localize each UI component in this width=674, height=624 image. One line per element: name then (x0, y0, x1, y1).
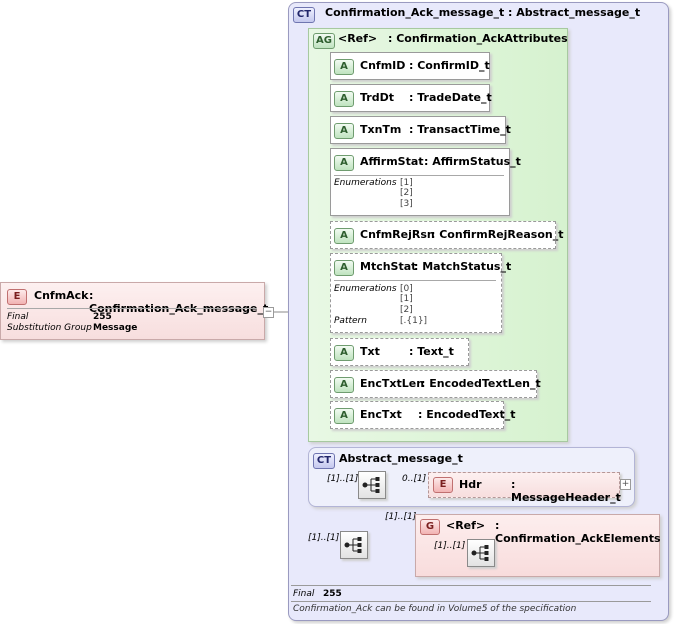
footer-divider-bottom (291, 601, 651, 602)
attribute-group-name: : Confirmation_AckAttributes (388, 32, 568, 45)
enumerations-label: Enumerations (334, 284, 397, 294)
group-seq-cardinality: [1]..[1] (434, 541, 466, 551)
hdr-element[interactable]: E Hdr : MessageHeader_t (428, 472, 621, 504)
hdr-element-badge-icon: E (433, 477, 453, 493)
attribute-cnfmid[interactable]: A CnfmID : ConfirmID_t (330, 52, 490, 80)
base-type-name: Abstract_message_t (339, 452, 463, 465)
attribute-type: : EncodedText_t (418, 408, 516, 421)
attribute-type: : TradeDate_t (409, 91, 492, 104)
attribute-type: : TransactTime_t (409, 123, 511, 136)
root-divider (7, 308, 257, 309)
sequence-glyph-icon (344, 537, 362, 553)
attribute-divider (334, 280, 496, 281)
collapse-toggle-icon[interactable]: − (263, 307, 274, 318)
root-element-name: CnfmAck (34, 289, 89, 302)
attribute-name: TrdDt (360, 91, 394, 104)
root-element-type: : Confirmation_Ack_message_t (89, 289, 269, 315)
outer-sequence-compositor-icon[interactable] (340, 531, 368, 559)
enum-value: [1] (400, 178, 413, 188)
enumerations-label: Enumerations (334, 178, 397, 188)
attribute-name: CnfmRejRsn (360, 228, 435, 241)
attribute-cnfmrejrsn[interactable]: A CnfmRejRsn : ConfirmRejReason_t (330, 221, 563, 249)
attribute-group-badge-icon: AG (313, 33, 335, 49)
attribute-name: EncTxtLen (360, 377, 425, 390)
group-cardinality: [1]..[1] (385, 512, 417, 522)
attribute-badge-icon: A (334, 228, 354, 244)
attribute-name: CnfmID (360, 59, 406, 72)
attribute-badge-icon: A (334, 345, 354, 361)
enum-value: [2] (400, 188, 413, 198)
pattern-value: [.{1}] (400, 316, 428, 326)
attribute-type: : AffirmStatus_t (424, 155, 521, 168)
attribute-name: TxnTm (360, 123, 402, 136)
enum-value: [2] (400, 305, 413, 315)
attribute-badge-icon: A (334, 408, 354, 424)
footer-divider-top (291, 585, 651, 586)
attribute-name: Txt (360, 345, 380, 358)
attribute-txt[interactable]: A Txt : Text_t (330, 338, 469, 366)
hdr-element-type: : MessageHeader_t (511, 478, 621, 504)
sequence-glyph-icon (471, 545, 489, 561)
root-final-value: 255 (93, 312, 112, 322)
base-seq-cardinality: [1]..[1] (327, 474, 359, 484)
attribute-affirmstat[interactable]: A AffirmStat : AffirmStatus_t Enumeratio… (330, 148, 521, 216)
enum-value: [3] (400, 199, 413, 209)
complex-type-badge-icon: CT (293, 7, 315, 23)
root-element-box[interactable]: E CnfmAck : Confirmation_Ack_message_t F… (0, 282, 269, 340)
attribute-type: : ConfirmID_t (409, 59, 490, 72)
outer-seq-cardinality: [1]..[1] (308, 533, 340, 543)
attribute-badge-icon: A (334, 377, 354, 393)
attribute-trddt[interactable]: A TrdDt : TradeDate_t (330, 84, 492, 112)
final-value: 255 (323, 589, 342, 599)
expand-glyph: + (621, 479, 630, 489)
attribute-badge-icon: A (334, 260, 354, 276)
attribute-divider (334, 175, 504, 176)
attribute-badge-icon: A (334, 155, 354, 171)
attribute-badge-icon: A (334, 91, 354, 107)
root-final-key: Final (7, 312, 29, 322)
sequence-compositor-icon[interactable] (358, 471, 386, 499)
group-badge-icon: G (420, 519, 440, 535)
final-key: Final (293, 589, 315, 599)
root-subst-value: Message (93, 323, 138, 333)
group-sequence-compositor-icon[interactable] (467, 539, 495, 567)
attribute-type: : Text_t (409, 345, 454, 358)
attribute-name: AffirmStat (360, 155, 424, 168)
base-type-badge-icon: CT (313, 453, 335, 469)
group-name: : Confirmation_AckElements (495, 519, 661, 545)
attribute-type: : EncodedTextLen_t (421, 377, 541, 390)
enum-value: [0] (400, 284, 413, 294)
attribute-badge-icon: A (334, 123, 354, 139)
attribute-name: MtchStat (360, 260, 417, 273)
attribute-badge-icon: A (334, 59, 354, 75)
collapse-glyph: − (264, 307, 273, 317)
element-badge-icon: E (7, 289, 27, 305)
attribute-group-ref: <Ref> (338, 32, 378, 45)
footnote: Confirmation_Ack can be found in Volume5… (293, 604, 577, 614)
root-subst-key: Substitution Group (7, 323, 92, 333)
group-ref: <Ref> (446, 519, 486, 532)
attribute-type: : MatchStatus_t (414, 260, 512, 273)
enum-value: [1] (400, 294, 413, 304)
complex-type-title: Confirmation_Ack_message_t : Abstract_me… (325, 6, 641, 19)
sequence-glyph-icon (362, 477, 380, 493)
attribute-name: EncTxt (360, 408, 402, 421)
attribute-type: : ConfirmRejReason_t (431, 228, 564, 241)
hdr-cardinality: 0..[1] (402, 474, 427, 484)
attribute-enctxt[interactable]: A EncTxt : EncodedText_t (330, 401, 515, 429)
attribute-txntm[interactable]: A TxnTm : TransactTime_t (330, 116, 511, 144)
attribute-mtchstat[interactable]: A MtchStat : MatchStatus_t Enumerations … (330, 253, 511, 333)
expand-toggle-icon[interactable]: + (620, 479, 631, 490)
hdr-element-name: Hdr (459, 478, 482, 491)
attribute-enctxtlen[interactable]: A EncTxtLen : EncodedTextLen_t (330, 370, 541, 398)
group-box[interactable]: G <Ref> : Confirmation_AckElements [1]..… (415, 514, 661, 577)
pattern-label: Pattern (334, 316, 367, 326)
